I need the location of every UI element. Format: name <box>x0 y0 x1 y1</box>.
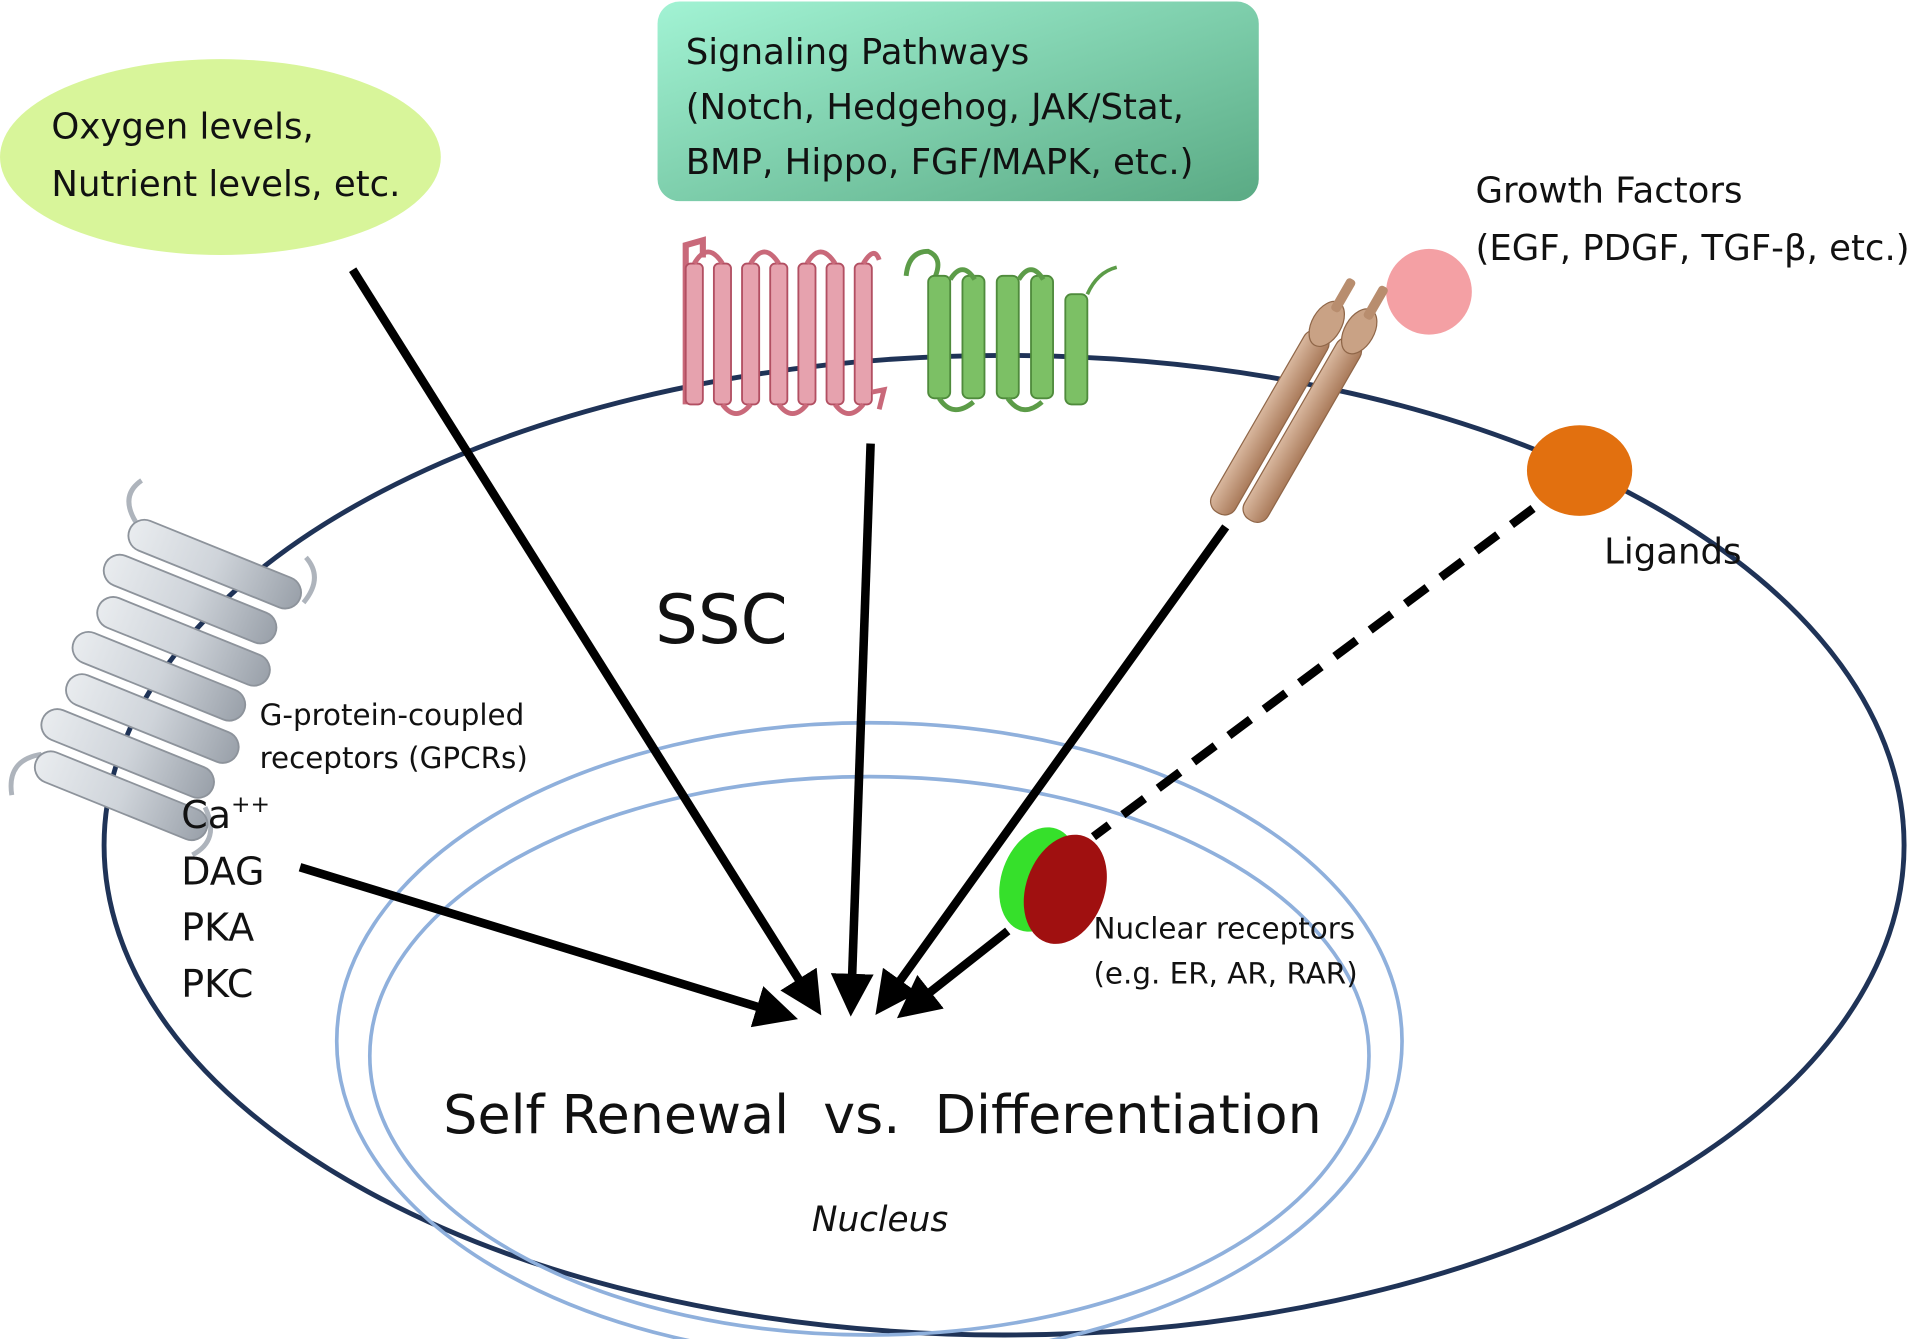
messenger-ca-superscript: ++ <box>231 791 270 818</box>
growth-factors-line2: (EGF, PDGF, TGF-β, etc.) <box>1476 228 1910 269</box>
oxygen-label-line2: Nutrient levels, etc. <box>51 164 400 205</box>
gpcr-label-line1: G-protein-coupled <box>260 698 525 732</box>
nuclear-receptors-line2: (e.g. ER, AR, RAR) <box>1093 957 1357 991</box>
gpcr-receptor-icon <box>8 478 317 858</box>
arrow-growth-factor <box>875 524 1230 1016</box>
nuclear-envelope-inner <box>367 774 1371 1337</box>
nucleus-label: Nucleus <box>812 1200 949 1240</box>
ligands-label: Ligands <box>1604 532 1741 573</box>
nuclear-receptor-icon <box>999 827 1107 944</box>
signaling-label-line2: (Notch, Hedgehog, JAK/Stat, <box>686 87 1184 128</box>
messenger-dag: DAG <box>181 849 264 893</box>
cell-label: SSC <box>655 580 787 659</box>
rtk-receptor-icon <box>1209 278 1388 523</box>
arrow-nuclear-receptor <box>896 927 1011 1019</box>
growth-factors-line1: Growth Factors <box>1476 170 1743 211</box>
arrow-gpcr <box>298 863 798 1028</box>
outcome-label: Self Renewal vs. Differentiation <box>443 1083 1322 1146</box>
signaling-label-line1: Signaling Pathways <box>686 32 1030 73</box>
oxygen-label-line1: Oxygen levels, <box>51 107 313 148</box>
messenger-pka: PKA <box>181 906 254 950</box>
arrow-oxygen <box>349 267 822 1016</box>
notch-receptor-icon <box>682 236 888 416</box>
signaling-label-line3: BMP, Hippo, FGF/MAPK, etc.) <box>686 142 1194 183</box>
nuclear-receptors-line1: Nuclear receptors <box>1093 911 1355 945</box>
ligand-ball <box>1526 425 1633 516</box>
messenger-pkc: PKC <box>181 962 253 1006</box>
messenger-ca: Ca++ <box>181 791 270 837</box>
arrow-ligand-dashed <box>1090 505 1536 841</box>
oxygen-bubble <box>0 59 441 256</box>
gpcr-label-line2: receptors (GPCRs) <box>260 741 528 775</box>
hedgehog-receptor-icon <box>903 248 1118 413</box>
nuclear-envelope-outer <box>335 721 1404 1339</box>
cell-membrane <box>101 352 1907 1338</box>
signaling-box <box>657 1 1259 202</box>
growth-factor-ball <box>1386 248 1472 335</box>
arrow-signaling <box>830 443 875 1017</box>
